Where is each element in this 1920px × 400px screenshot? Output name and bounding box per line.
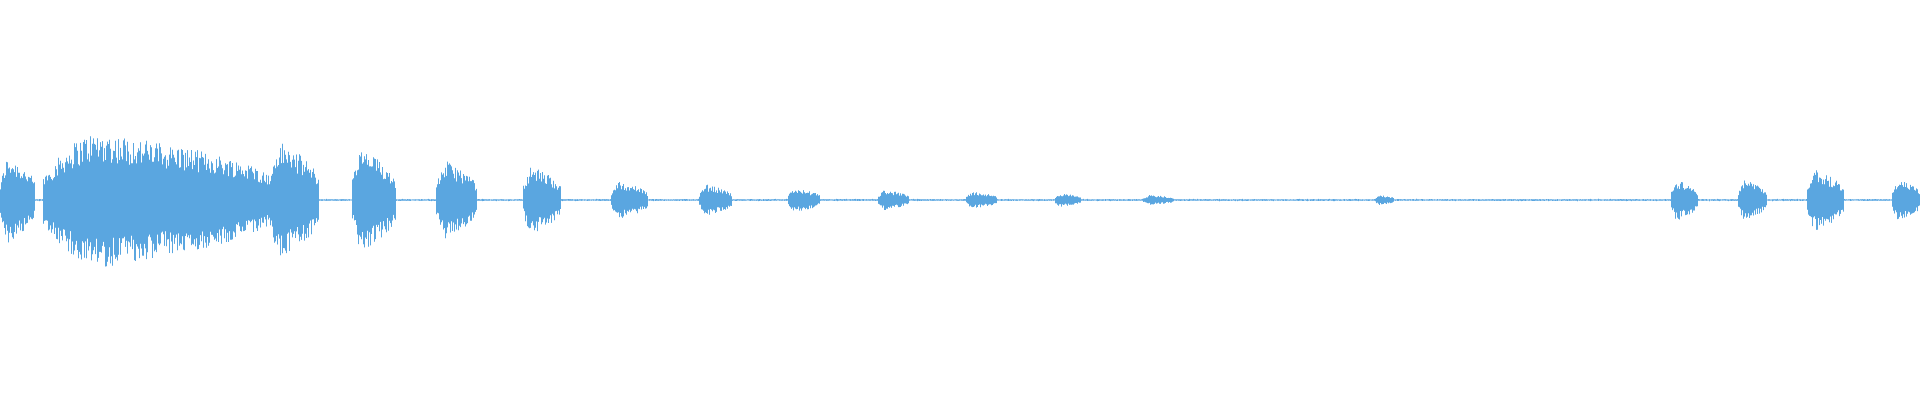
waveform-samples <box>0 136 1920 267</box>
waveform-path <box>0 136 1920 267</box>
